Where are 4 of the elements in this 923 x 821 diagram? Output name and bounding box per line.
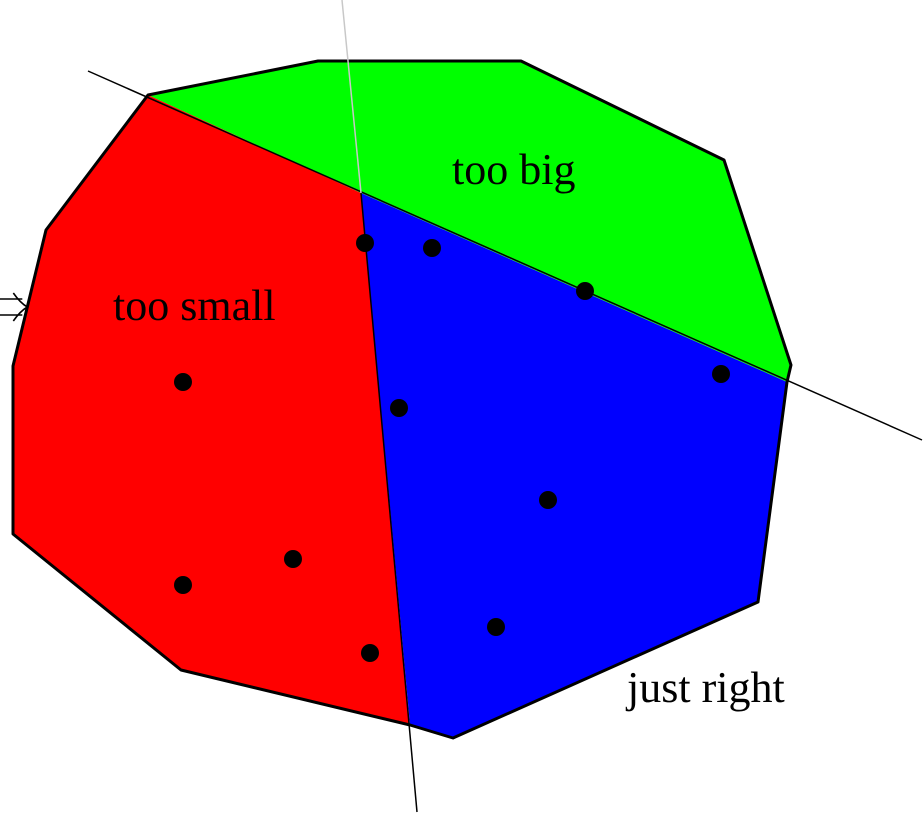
region-label: just right <box>627 666 785 710</box>
double-arrow <box>0 292 28 322</box>
region-label: too big <box>452 148 576 192</box>
region-label: too small <box>113 284 276 328</box>
